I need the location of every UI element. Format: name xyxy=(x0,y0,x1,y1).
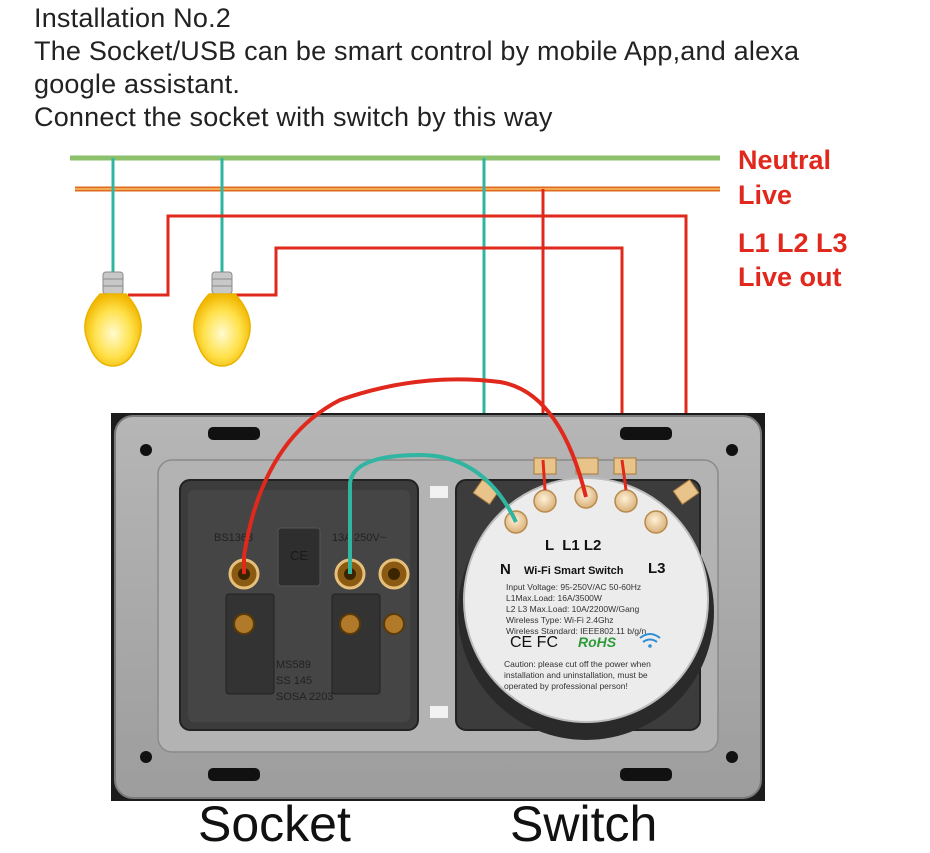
switch-terminal-labels: L L1 L2 xyxy=(545,537,601,554)
socket-screw-3 xyxy=(383,613,405,635)
switch-caution-line-3: operated by professional person! xyxy=(504,681,628,691)
switch-module: L L1 L2 N L3 Wi-Fi Smart Switch Input Vo… xyxy=(455,457,714,740)
live-out-to-switch-l2 xyxy=(620,459,628,491)
switch-spec-voltage: Input Voltage: 95-250V/AC 50-60Hz xyxy=(506,582,641,592)
plate-hole-bottom-left xyxy=(140,751,152,763)
live-to-switch-l xyxy=(541,459,547,491)
switch-spec-wireless-type: Wireless Type: Wi-Fi 2.4Ghz xyxy=(506,615,614,625)
socket-screw-2 xyxy=(339,613,361,635)
plate-slot-bottom-right xyxy=(620,768,672,781)
switch-spec-wireless-standard: Wireless Standard: IEEE802.11 b/g/n xyxy=(506,626,646,636)
plate-slot-bottom-left xyxy=(208,768,260,781)
socket-screw-1 xyxy=(233,613,255,635)
switch-label-disc xyxy=(463,477,709,723)
plate-hole-top-right xyxy=(726,444,738,456)
switch-product-name: Wi-Fi Smart Switch xyxy=(524,565,624,577)
socket-module: BS1363 13A 250V~ CE MS589 SS 145 SOSA 22… xyxy=(179,479,419,731)
teal-wire-socket-to-switch xyxy=(348,452,518,574)
switch-caution-line-2: installation and uninstallation, must be xyxy=(504,670,648,680)
switch-l3-label: L3 xyxy=(648,560,666,577)
live-out-bulb-2 xyxy=(236,246,624,460)
socket-mark-rating: 13A 250V~ xyxy=(332,532,386,544)
switch-spec-l1-load: L1Max.Load: 16A/3500W xyxy=(506,593,602,603)
plate-clip-top xyxy=(430,486,448,498)
socket-mark-ms589: MS589 xyxy=(276,659,311,671)
switch-label: Switch xyxy=(510,796,658,852)
socket-mark-bs1363: BS1363 xyxy=(214,532,253,544)
legend-live: Live xyxy=(738,180,793,210)
light-bulb-1 xyxy=(84,271,142,367)
switch-spec-l2l3-load: L2 L3 Max.Load: 10A/2200W/Gang xyxy=(506,604,640,614)
plate-slot-top-right xyxy=(620,427,672,440)
intro-line-2: The Socket/USB can be smart control by m… xyxy=(34,36,800,66)
switch-terminal-l2 xyxy=(614,489,638,513)
legend-neutral: Neutral xyxy=(738,145,832,175)
switch-clamp-l3 xyxy=(672,479,700,505)
socket-mark-ce: CE xyxy=(290,548,308,563)
plate-clip-bottom xyxy=(430,706,448,718)
intro-title: Installation No.2 xyxy=(34,3,232,33)
switch-caution-line-1: Caution: please cut off the power when xyxy=(504,659,651,669)
switch-terminal-l xyxy=(533,489,557,513)
plate-hole-top-left xyxy=(140,444,152,456)
switch-cert-marks: CE FC xyxy=(510,634,558,651)
light-bulb-2 xyxy=(193,271,251,367)
switch-rohs-mark: RoHS xyxy=(578,634,617,650)
red-wire-socket-to-switch xyxy=(242,377,588,574)
legend-live-out: Live out xyxy=(738,262,842,292)
legend-l1l2l3: L1 L2 L3 xyxy=(738,228,848,258)
live-out-bulb-1 xyxy=(128,214,688,490)
intro-line-3: google assistant. xyxy=(34,69,241,99)
switch-terminal-l3 xyxy=(644,510,668,534)
socket-mark-ss145: SS 145 xyxy=(276,675,312,687)
socket-mark-sosa: SOSA 2203 xyxy=(276,691,334,703)
plate-hole-bottom-right xyxy=(726,751,738,763)
intro-line-4: Connect the socket with switch by this w… xyxy=(34,102,553,132)
intro-text: Installation No.2 The Socket/USB can be … xyxy=(34,2,799,134)
wifi-icon xyxy=(639,633,661,648)
socket-terminal-earth-hole xyxy=(388,568,400,580)
switch-n-label: N xyxy=(500,561,511,578)
plate-slot-top-left xyxy=(208,427,260,440)
socket-label: Socket xyxy=(198,796,351,852)
